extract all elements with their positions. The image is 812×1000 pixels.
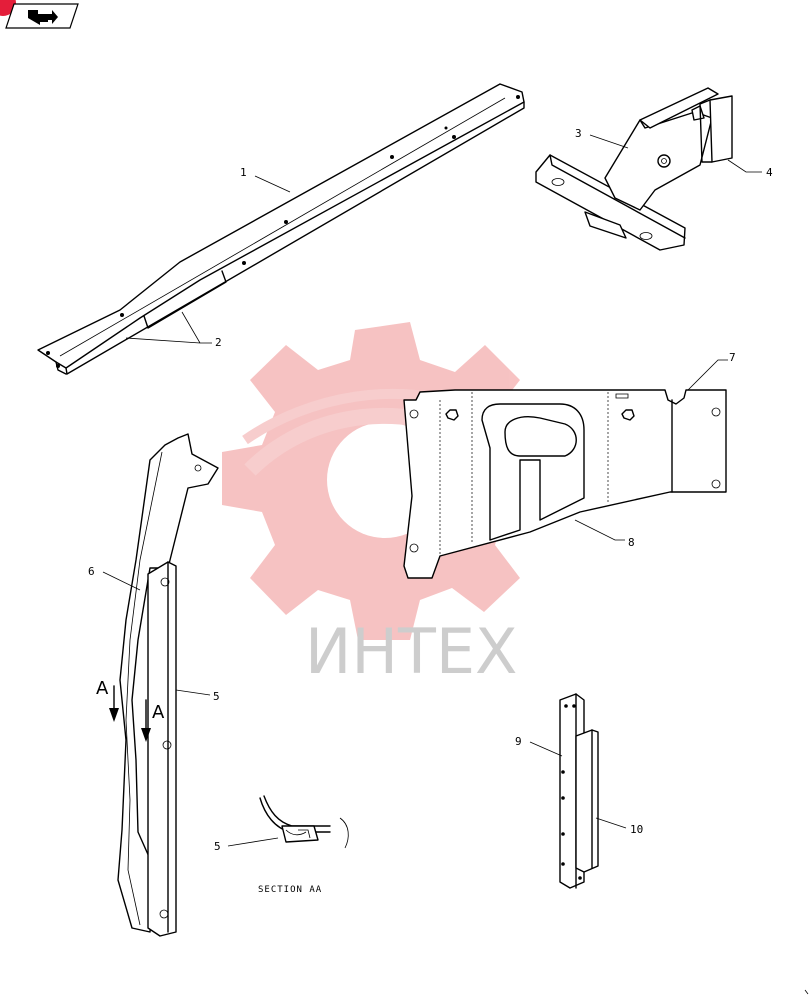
leader-3 [589, 134, 629, 149]
callout-9: 9 [515, 735, 522, 748]
callout-5-b: 5 [214, 840, 221, 853]
callout-10: 10 [630, 823, 643, 836]
leader-2 [125, 311, 212, 344]
callout-3: 3 [575, 127, 582, 140]
leader-5a [175, 689, 211, 696]
leader-8 [574, 519, 625, 541]
part-1-rail [37, 83, 525, 375]
leader-10 [595, 817, 627, 829]
svg-text:A: A [96, 678, 109, 699]
watermark-text: ИНТЕХ [305, 615, 518, 688]
callout-1: 1 [240, 166, 247, 179]
callout-8: 8 [628, 536, 635, 549]
part-10-channel [575, 729, 599, 873]
part-5-bar [147, 561, 177, 937]
svg-text:A: A [152, 702, 165, 723]
callout-2: 2 [215, 336, 222, 349]
callout-7: 7 [729, 351, 736, 364]
leader-9 [529, 741, 563, 757]
nav-return-button[interactable] [0, 0, 79, 29]
callout-6: 6 [88, 565, 95, 578]
section-marker-right: A [141, 699, 165, 742]
section-caption: SECTION AA [258, 885, 322, 895]
callout-5-a: 5 [213, 690, 220, 703]
return-arrow-icon [28, 10, 58, 25]
section-aa-detail [259, 795, 349, 849]
callout-4: 4 [766, 166, 773, 179]
leader-1 [254, 175, 291, 193]
section-marker-left: A [96, 678, 119, 722]
leader-7 [687, 359, 728, 391]
part-3-bracket [535, 87, 719, 251]
leader-4 [727, 159, 762, 173]
corner-mark [804, 989, 809, 995]
leader-6 [102, 571, 141, 591]
leader-5b [227, 837, 279, 847]
part-4-block [699, 95, 733, 163]
part-6-arm [117, 433, 219, 933]
part-7-8-panel [403, 389, 727, 579]
